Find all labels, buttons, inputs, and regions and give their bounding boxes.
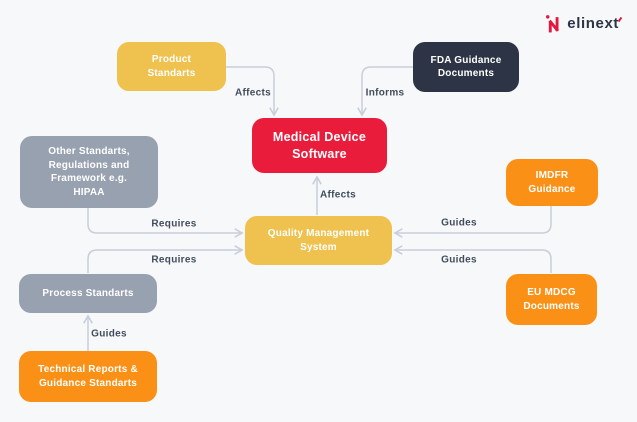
node-label: IMDFR Guidance	[528, 170, 576, 195]
node-label: EU MDCG Documents	[523, 287, 580, 312]
node-eu-mdcg-documents: EU MDCG Documents	[506, 274, 597, 325]
edge-label-guides-tech: Guides	[91, 328, 127, 340]
node-product-standards: Product Standarts	[117, 42, 226, 91]
node-label: Product Standarts	[147, 54, 196, 79]
edge-label-affects-qms: Affects	[320, 189, 356, 201]
logo-text: elinext	[567, 15, 619, 32]
edge-other-to-qms	[87, 208, 244, 238]
node-label: Quality Management System	[267, 228, 370, 253]
edge-process-to-qms	[87, 245, 244, 273]
node-label: Process Standarts	[42, 287, 134, 299]
node-process-standards: Process Standarts	[19, 274, 157, 313]
edge-label-guides-imdfr: Guides	[441, 217, 477, 229]
edge-label-requires-other: Requires	[151, 218, 197, 230]
node-imdfr-guidance: IMDFR Guidance	[506, 159, 598, 206]
edge-label-guides-eumdcg: Guides	[441, 254, 477, 266]
edge-imdfr-to-qms	[393, 206, 552, 238]
node-quality-management-system: Quality Management System	[245, 216, 392, 265]
node-label: Medical Device Software	[272, 130, 367, 161]
edge-label-informs: Informs	[365, 87, 405, 99]
node-other-standards: Other Standarts, Regulations and Framewo…	[20, 136, 158, 208]
elinext-n-icon	[546, 15, 560, 33]
edge-label-requires-process: Requires	[151, 254, 197, 266]
node-technical-reports: Technical Reports & Guidance Standarts	[19, 351, 157, 402]
edge-label-affects-product: Affects	[235, 87, 271, 99]
edge-product-to-mds	[225, 66, 279, 117]
edge-fda-to-mds	[357, 66, 414, 117]
edge-eumdcg-to-qms	[393, 245, 552, 273]
node-label: Other Standarts, Regulations and Framewo…	[48, 146, 130, 198]
elinext-logo: elinext	[545, 13, 619, 34]
node-label: Technical Reports & Guidance Standarts	[38, 364, 138, 389]
node-fda-guidance-documents: FDA Guidance Documents	[413, 42, 519, 92]
node-label: FDA Guidance Documents	[430, 54, 502, 80]
node-medical-device-software: Medical Device Software	[252, 118, 387, 173]
